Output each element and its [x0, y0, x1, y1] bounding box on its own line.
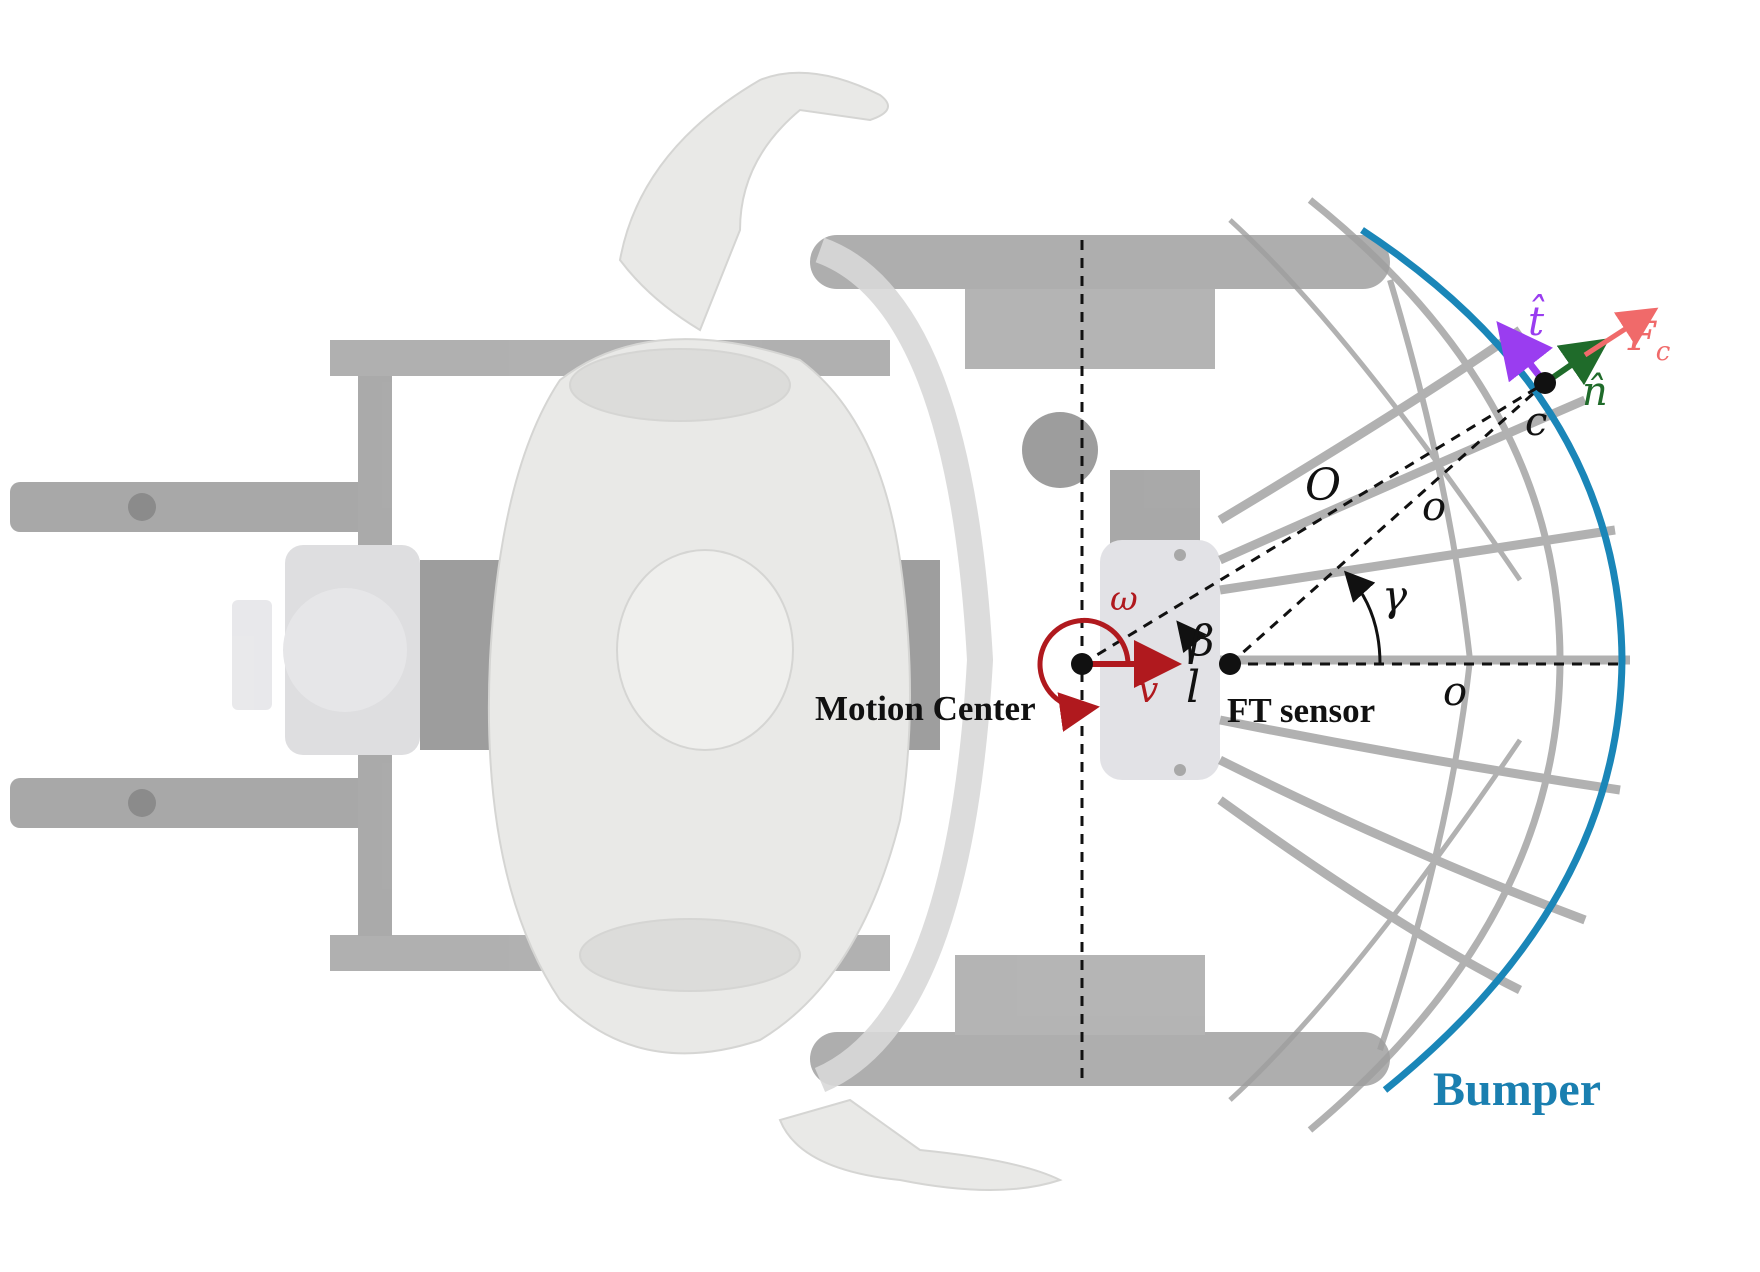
- handle-knob-upper: [128, 493, 156, 521]
- rear-handle-lower: [10, 778, 370, 828]
- wheel-hub-upper: [1022, 412, 1098, 488]
- human-figure: [487, 71, 1063, 1191]
- lower-arm: [778, 1098, 1063, 1191]
- motor-housing-upper: [965, 289, 1215, 369]
- beta-arc: [1176, 620, 1207, 665]
- ft-sensor-label: FT sensor: [1227, 691, 1375, 730]
- l-label: l: [1186, 662, 1200, 713]
- c-label: c: [1525, 399, 1547, 445]
- o-lower-label: o: [1443, 669, 1467, 715]
- front-wheel-arm-lower: [810, 1032, 1390, 1086]
- line-O: [1081, 381, 1546, 666]
- shoulder-upper: [569, 348, 791, 422]
- O-label: O: [1305, 460, 1341, 511]
- rear-handle-upper: [10, 482, 370, 532]
- screw: [1174, 549, 1186, 561]
- o-upper-label: o: [1422, 484, 1446, 530]
- motion-center-label: Motion Center: [815, 689, 1036, 728]
- bumper-label: Bumper: [1433, 1063, 1601, 1116]
- handle-knob-lower: [128, 789, 156, 817]
- ft-sensor-point: [1219, 653, 1241, 675]
- rear-connector: [232, 600, 272, 710]
- n-hat-label: n̂: [1582, 369, 1608, 415]
- v-label: v: [1138, 670, 1158, 711]
- gamma-arc: [1343, 570, 1382, 665]
- force-vector: [1583, 307, 1659, 358]
- motion-center-point: [1071, 653, 1093, 675]
- harness-ring: [814, 237, 994, 1092]
- gamma-label: γ: [1382, 571, 1408, 620]
- omega-label: ω: [1110, 579, 1138, 619]
- t-hat-label: t̂: [1528, 295, 1545, 345]
- head: [616, 549, 794, 751]
- beta-label: β: [1188, 616, 1214, 665]
- contact-point: [1534, 372, 1556, 394]
- force-label: Fc: [1627, 314, 1671, 367]
- upper-arm: [618, 71, 889, 332]
- front-wheel-arm-upper: [810, 235, 1390, 289]
- rear-sensor-disc: [283, 588, 407, 712]
- omega-arrow: [1037, 617, 1131, 732]
- motor-housing-lower: [955, 955, 1205, 1035]
- shoulder-lower: [579, 918, 801, 992]
- bumper-spokes: [1217, 197, 1630, 1133]
- line-o: [1229, 381, 1546, 666]
- screw: [1174, 764, 1186, 776]
